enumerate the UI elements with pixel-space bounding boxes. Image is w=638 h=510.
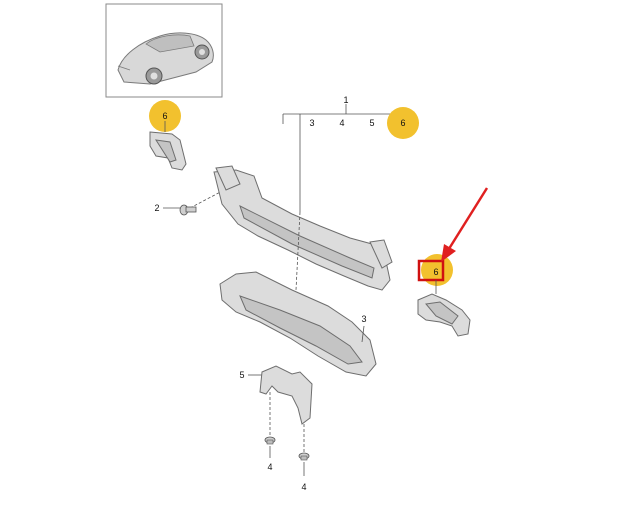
car-icon bbox=[117, 32, 214, 85]
energy-absorber-shade bbox=[239, 295, 363, 365]
bumper-beam-shade bbox=[239, 205, 375, 279]
arrow-head-icon bbox=[441, 244, 456, 262]
nut-part-a[interactable] bbox=[264, 436, 276, 445]
callout-label-4-nut-b[interactable]: 4 bbox=[301, 482, 306, 492]
callout-label-5-top[interactable]: 5 bbox=[369, 118, 374, 128]
right-bracket-callout: 6 bbox=[417, 254, 453, 294]
arrow-shaft bbox=[445, 187, 489, 253]
vehicle-thumbnail[interactable] bbox=[105, 3, 223, 98]
callout-group-top: 1 3 4 5 6 bbox=[282, 95, 419, 212]
nut-callout-a: 4 bbox=[267, 446, 273, 472]
selection-box[interactable] bbox=[417, 259, 445, 282]
callout-label-2[interactable]: 2 bbox=[154, 203, 159, 213]
callout-label-3-absorber[interactable]: 3 bbox=[361, 314, 366, 324]
callout-label-3-top[interactable]: 3 bbox=[309, 118, 314, 128]
bolt-part[interactable] bbox=[179, 204, 197, 216]
callout-label-6-top[interactable]: 6 bbox=[400, 118, 405, 128]
pointer-arrow bbox=[441, 187, 489, 262]
beam-guide-line bbox=[295, 211, 301, 291]
bumper-beam-left-end bbox=[215, 165, 241, 191]
highlight-circle-top bbox=[387, 107, 419, 139]
upper-left-bracket-shade bbox=[154, 139, 177, 163]
bumper-beam-right-end bbox=[369, 239, 393, 269]
nut-callout-b: 4 bbox=[301, 462, 307, 492]
callout-label-6-upper-left[interactable]: 6 bbox=[162, 111, 167, 121]
lower-bracket-callout: 5 bbox=[239, 370, 262, 380]
callout-label-6-right[interactable]: 6 bbox=[433, 267, 438, 277]
callout-label-4-nut-a[interactable]: 4 bbox=[267, 462, 272, 472]
callout-label-1[interactable]: 1 bbox=[343, 95, 348, 105]
absorber-callout: 3 bbox=[361, 314, 367, 343]
upper-left-bracket-callout: 6 bbox=[149, 100, 181, 132]
lower-bracket-part[interactable] bbox=[259, 365, 313, 425]
callout-label-5-lower[interactable]: 5 bbox=[239, 370, 244, 380]
highlight-circle-upper-left bbox=[149, 100, 181, 132]
nut-part-b[interactable] bbox=[298, 452, 310, 461]
right-bracket-shade bbox=[425, 301, 459, 325]
callout-label-4-top[interactable]: 4 bbox=[339, 118, 344, 128]
